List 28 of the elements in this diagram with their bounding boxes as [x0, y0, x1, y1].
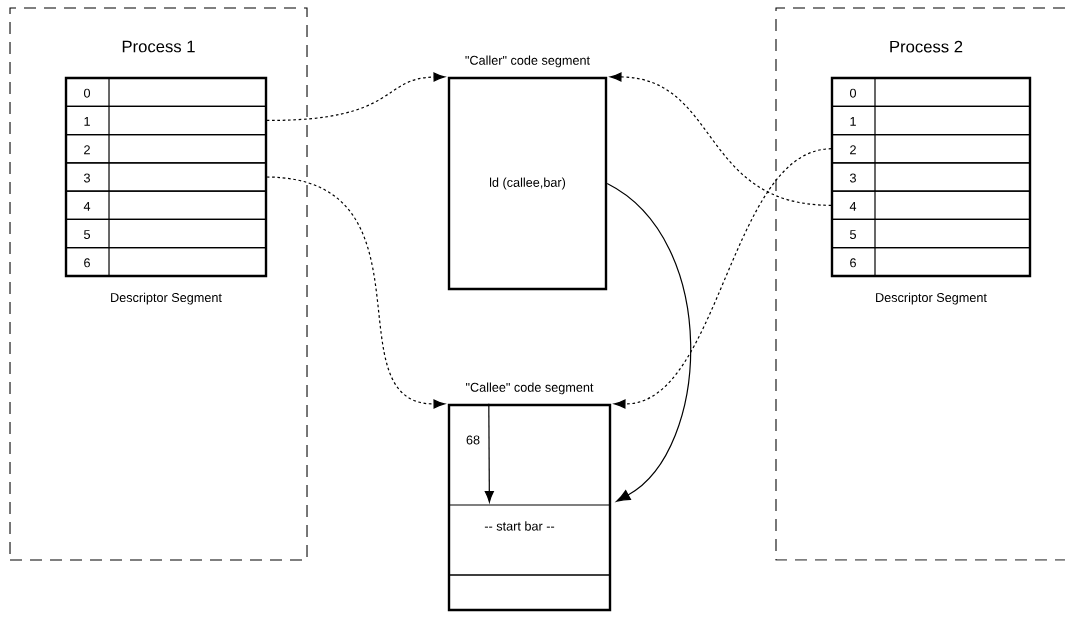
table-row: 3: [65, 162, 267, 192]
node-label: Descriptor Segment: [111, 292, 222, 305]
arrow: [266, 72, 445, 122]
arrow: [610, 72, 832, 206]
arrow: [614, 148, 832, 409]
arrow: [606, 182, 692, 502]
code-segment-box: "Caller" code segment ld (callee,bar): [447, 55, 608, 291]
table-row: 4: [65, 190, 267, 221]
table-row: 2: [65, 133, 267, 164]
arrow: [266, 176, 445, 409]
node-label: "Caller" code segment: [465, 55, 590, 68]
table-row: 1: [65, 105, 267, 136]
table-row: 5: [65, 218, 267, 249]
table-row: 0: [65, 77, 267, 107]
table-row: 3: [831, 162, 1031, 192]
table-row: 5: [831, 218, 1031, 249]
segment-section: [448, 574, 611, 611]
arrow: [484, 403, 494, 503]
table-row: 0: [831, 77, 1031, 107]
table-row: 4: [831, 190, 1031, 221]
table-row: 1: [831, 105, 1031, 136]
table-row: 6: [831, 247, 1031, 277]
edge-label: 68: [466, 435, 480, 445]
table-row: 6: [65, 247, 267, 277]
table-row: 2: [831, 133, 1031, 164]
node-label: Descriptor Segment: [876, 292, 987, 305]
segment-section: -- start bar --: [448, 504, 611, 576]
node-label: "Callee" code segment: [466, 382, 594, 395]
